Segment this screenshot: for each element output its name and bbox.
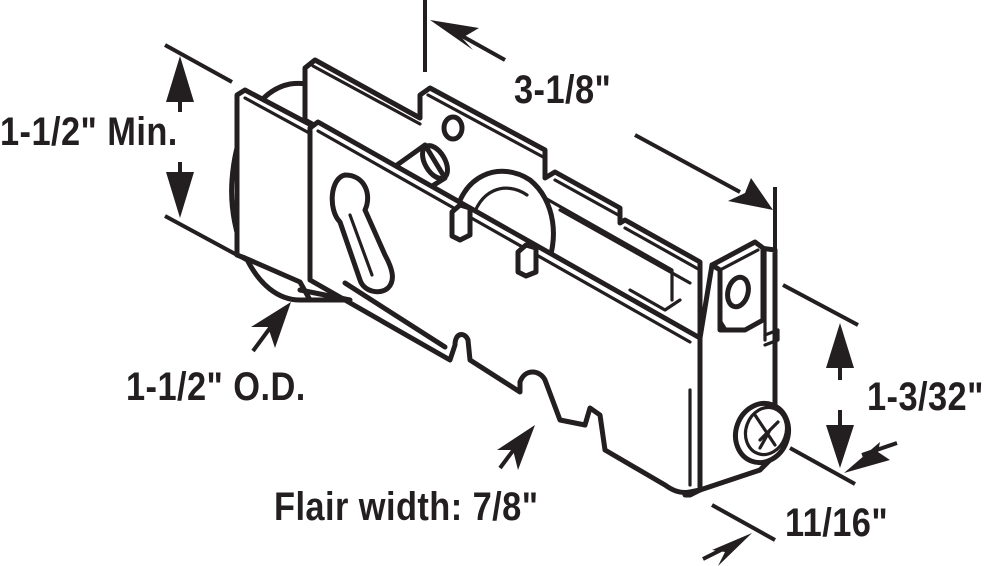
housing-width-label: 11/16" [785,501,889,545]
front-plate-left [234,87,333,303]
arrow-up-icon [826,323,854,368]
arrow-left-icon [430,20,479,50]
housing-height-label: 1-3/32" [867,375,984,419]
arrow-left-icon [844,442,890,473]
arrow-right-icon [712,533,752,566]
wheel-od-arrow [251,302,291,353]
arrow-down-icon [166,172,194,218]
housing-height-dimension-lines [782,283,859,486]
arrow-down-icon [826,425,854,468]
bottom-edges [297,280,448,350]
wheel-od-label: 1-1/2" O.D. [126,365,306,409]
length-label: 3-1/8" [514,68,612,112]
height-min-label: 1-1/2" Min. [0,110,178,154]
channel-lines [543,196,692,312]
end-housing [682,239,791,498]
main-side-plate [307,119,703,495]
arrow-up-right-icon [251,302,291,348]
arrow-right-icon [728,178,773,210]
housing-width-dimension-lines [702,441,898,566]
flair-width-arrow [497,425,535,470]
arrow-up-icon [166,56,194,102]
arrow-up-right-icon [497,425,535,470]
length-dimension-lines [423,0,777,272]
flair-width-label: Flair width: 7/8" [274,485,539,529]
